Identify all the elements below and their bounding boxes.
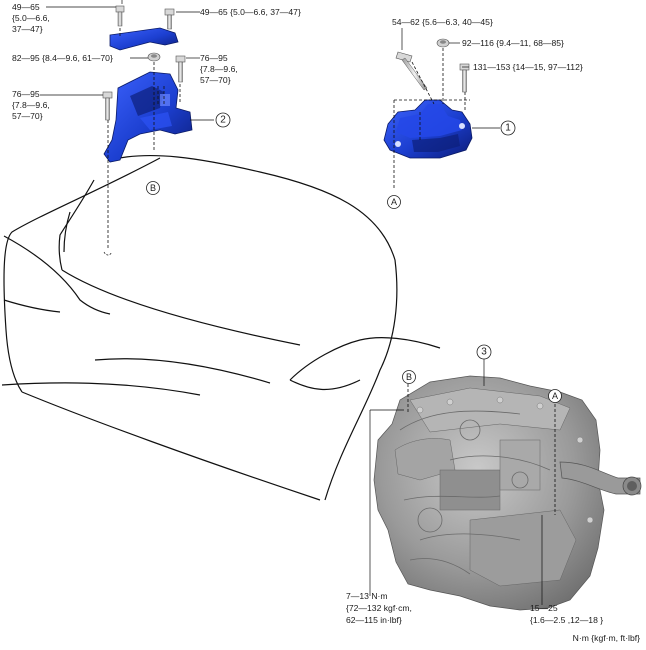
torque-mount-1-right: 131—153 {14—15, 97—112}: [473, 62, 583, 72]
ref-b-engine-label: B: [406, 372, 412, 382]
callout-2: 2: [215, 112, 231, 128]
ref-a-engine-label: A: [552, 391, 558, 401]
ref-b-mount: B: [146, 181, 160, 195]
torque-mount-2-right: 76—95 {7.8—9.6, 57—70}: [200, 53, 238, 85]
torque-line: 76—95: [12, 89, 40, 99]
torque-line: {5.0—6.6,: [12, 13, 50, 23]
torque-line: 62—115 in·lbf}: [346, 615, 402, 625]
torque-line: 76—95: [200, 53, 228, 63]
torque-mount-1-left: 54—62 {5.6—6.3, 40—45}: [392, 17, 493, 27]
units-legend: N·m {kgf·m, ft·lbf}: [573, 633, 640, 643]
callout-3: 3: [476, 344, 492, 360]
engine-assembly: [369, 358, 642, 611]
ref-a-engine: A: [548, 389, 562, 403]
mount-2-assembly: [40, 0, 214, 256]
torque-line: {7.8—9.6,: [12, 100, 50, 110]
torque-line: {1.6—2.5 ,12—18 }: [530, 615, 603, 625]
bolt-mount-2-left: [102, 91, 113, 121]
vehicle-body-outline: [1, 154, 441, 501]
torque-line: 7—13 N·m: [346, 591, 388, 601]
torque-line: 37—47}: [12, 24, 43, 34]
torque-mount-2-top: 49—65 {5.0—6.6, 37—47}: [12, 2, 50, 34]
bolt-mount-2-right: [175, 55, 186, 83]
nut-mount-1: [436, 38, 450, 48]
torque-line: {7.8—9.6,: [200, 64, 238, 74]
torque-mount-1-nut: 92—116 {9.4—11, 68—85}: [462, 38, 564, 48]
torque-line: 49—65: [12, 2, 40, 12]
torque-line: 15—25: [530, 603, 558, 613]
torque-line: 57—70}: [200, 75, 231, 85]
bolt-mount-2-top: [115, 5, 125, 27]
bolt-mount-1-right: [459, 63, 470, 93]
torque-mount-2-nut: 82—95 {8.4—9.6, 61—70}: [12, 53, 113, 63]
callout-2-label: 2: [220, 115, 226, 126]
ref-a-mount: A: [387, 195, 401, 209]
torque-mount-2-bracket: 49—65 {5.0—6.6, 37—47}: [200, 7, 301, 17]
ref-a-mount-label: A: [391, 197, 397, 207]
callout-3-label: 3: [481, 347, 487, 358]
nut-mount-2: [147, 52, 161, 62]
torque-line: 57—70}: [12, 111, 43, 121]
ref-b-mount-label: B: [150, 183, 156, 193]
ref-b-engine: B: [402, 370, 416, 384]
mount-1-assembly: [383, 28, 500, 190]
torque-line: {72—132 kgf·cm,: [346, 603, 412, 613]
torque-engine-left: 7—13 N·m {72—132 kgf·cm, 62—115 in·lbf}: [346, 591, 412, 625]
bolt-mount-1-left: [395, 51, 428, 91]
torque-engine-right: 15—25 {1.6—2.5 ,12—18 }: [530, 603, 603, 625]
mount-2-upper-bracket: [109, 27, 179, 51]
bolt-mount-2-bracket: [164, 8, 175, 30]
callout-1: 1: [500, 120, 516, 136]
callout-1-label: 1: [505, 123, 511, 134]
torque-mount-2-left: 76—95 {7.8—9.6, 57—70}: [12, 89, 50, 121]
